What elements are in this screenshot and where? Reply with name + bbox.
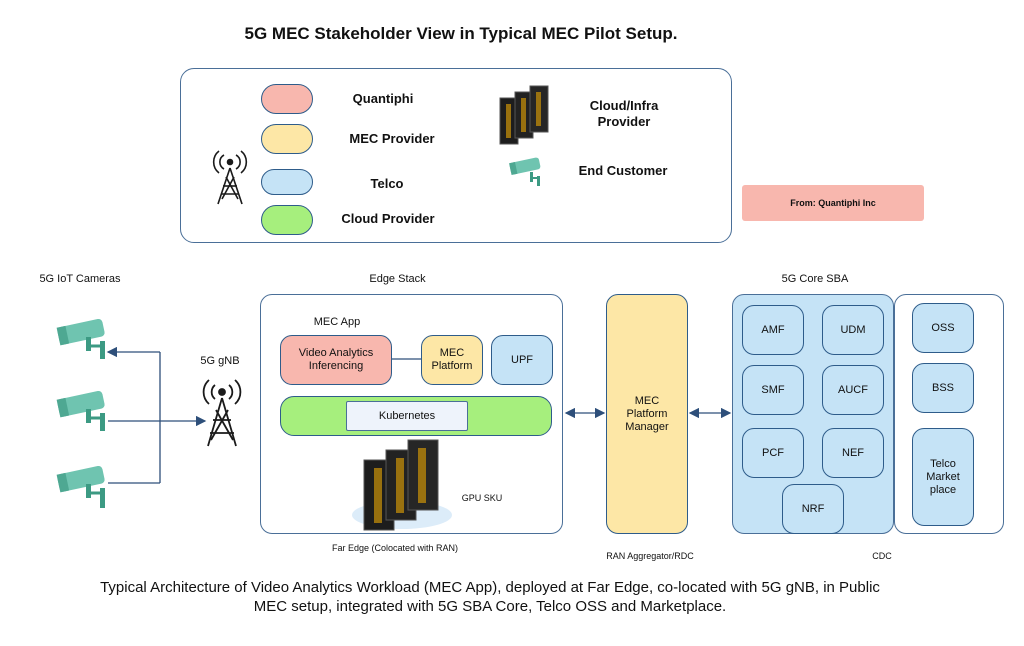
page-title: 5G MEC Stakeholder View in Typical MEC P… [244, 24, 678, 43]
upf-node: UPF [491, 335, 553, 385]
from-badge: From: Quantiphi Inc [742, 185, 924, 221]
cdc-panel [894, 294, 1004, 534]
legend-label-end-customer: End Customer [578, 163, 668, 178]
core-node-pcf: PCF [742, 428, 804, 478]
cdc-node-telco-marketplace: Telco Market place [912, 428, 974, 526]
core-node-nrf: NRF [782, 484, 844, 534]
label-far-edge: Far Edge (Colocated with RAN) [331, 543, 459, 553]
core-node-nef: NEF [822, 428, 884, 478]
figure-caption: Typical Architecture of Video Analytics … [100, 579, 880, 615]
core-node-aucf: AUCF [822, 365, 884, 415]
label-gnb: 5G gNB [200, 355, 240, 367]
label-edge-stack: Edge Stack [369, 273, 426, 285]
legend-label-cloud-infra: Cloud/Infra Provider [589, 98, 659, 129]
core-node-amf: AMF [742, 305, 804, 355]
legend-label-telco: Telco [370, 176, 404, 191]
mec-platform-manager-node: MEC Platform Manager [606, 294, 688, 534]
cdc-node-bss: BSS [912, 363, 974, 413]
cdc-node-oss: OSS [912, 303, 974, 353]
legend-swatch-telco [261, 169, 313, 195]
mec-platform-node: MEC Platform [421, 335, 483, 385]
camera-bus-lines [106, 346, 207, 484]
edge-stack-panel [260, 294, 563, 534]
legend-box [180, 68, 732, 243]
label-mec-app: MEC App [313, 316, 361, 328]
core-node-udm: UDM [822, 305, 884, 355]
label-gpu-sku: GPU SKU [461, 493, 503, 503]
label-cdc: CDC [872, 551, 892, 561]
video-analytics-node: Video Analytics Inferencing [280, 335, 392, 385]
label-core-sba: 5G Core SBA [781, 273, 849, 285]
legend-swatch-mec-provider [261, 124, 313, 154]
legend-swatch-cloud-provider [261, 205, 313, 235]
kubernetes-label: Kubernetes [346, 401, 468, 431]
legend-swatch-quantiphi [261, 84, 313, 114]
label-ran-aggregator: RAN Aggregator/RDC [606, 551, 694, 561]
legend-label-quantiphi: Quantiphi [352, 91, 414, 106]
legend-label-cloud-provider: Cloud Provider [341, 211, 435, 226]
legend-label-mec-provider: MEC Provider [349, 131, 435, 146]
label-iot-cameras: 5G IoT Cameras [39, 273, 121, 285]
core-node-smf: SMF [742, 365, 804, 415]
